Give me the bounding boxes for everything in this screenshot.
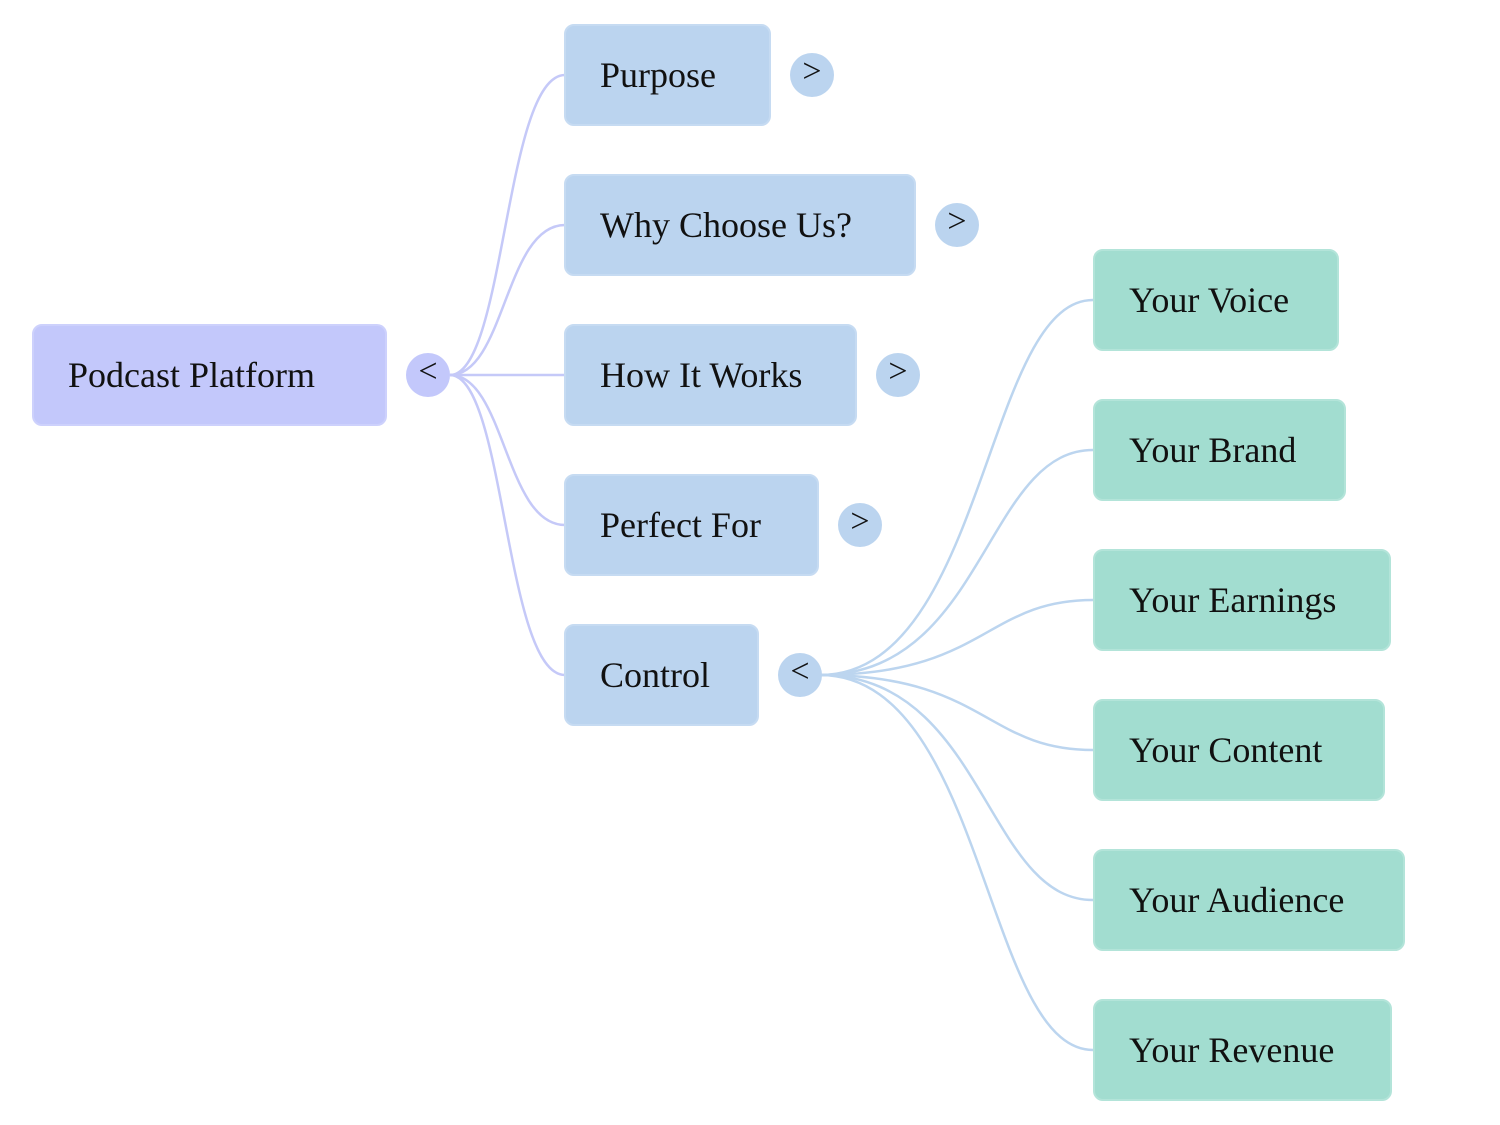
leaf-node-your-content[interactable]: Your Content <box>1093 699 1385 801</box>
connector-control-your-brand <box>819 448 1094 677</box>
connector-control-your-earnings <box>819 598 1094 677</box>
leaf-node-your-voice[interactable]: Your Voice <box>1093 249 1339 351</box>
branch-label: Purpose <box>600 55 716 95</box>
purpose-expand-toggle[interactable]: > <box>790 53 834 97</box>
branch-node-control[interactable]: Control <box>564 624 759 726</box>
root-collapse-toggle[interactable]: < <box>406 353 450 397</box>
control-collapse-toggle[interactable]: < <box>778 653 822 697</box>
root-node-label: Podcast Platform <box>68 355 315 395</box>
leaf-label: Your Revenue <box>1129 1030 1335 1070</box>
leaf-label: Your Earnings <box>1129 580 1337 620</box>
connector-control-your-voice <box>819 298 1094 677</box>
branch-node-purpose[interactable]: Purpose <box>564 24 771 126</box>
branch-node-perfect-for[interactable]: Perfect For <box>564 474 819 576</box>
branch-label: How It Works <box>600 355 803 395</box>
branch-label: Control <box>600 655 711 695</box>
connector-root-control <box>449 373 566 677</box>
perfect-for-expand-toggle[interactable]: > <box>838 503 882 547</box>
branch-label: Why Choose Us? <box>600 205 852 245</box>
connector-control-your-content <box>819 673 1094 752</box>
connector-root-perfect-for <box>449 373 566 527</box>
connector-root-purpose <box>449 73 566 377</box>
branch-node-why-choose-us[interactable]: Why Choose Us? <box>564 174 916 276</box>
leaf-node-your-earnings[interactable]: Your Earnings <box>1093 549 1391 651</box>
branch-label: Perfect For <box>600 505 761 545</box>
leaf-node-your-brand[interactable]: Your Brand <box>1093 399 1346 501</box>
why-choose-us-expand-toggle[interactable]: > <box>935 203 979 247</box>
connector-root-why-choose-us <box>449 223 566 377</box>
how-it-works-expand-toggle[interactable]: > <box>876 353 920 397</box>
leaf-label: Your Audience <box>1129 880 1345 920</box>
branch-node-how-it-works[interactable]: How It Works <box>564 324 857 426</box>
connector-control-your-revenue <box>819 673 1094 1052</box>
leaf-label: Your Voice <box>1129 280 1290 320</box>
leaf-node-your-revenue[interactable]: Your Revenue <box>1093 999 1392 1101</box>
leaf-label: Your Brand <box>1129 430 1297 470</box>
leaf-label: Your Content <box>1129 730 1323 770</box>
connector-control-your-audience <box>819 673 1094 902</box>
leaf-node-your-audience[interactable]: Your Audience <box>1093 849 1405 951</box>
root-node-podcast-platform[interactable]: Podcast Platform <box>32 324 387 426</box>
